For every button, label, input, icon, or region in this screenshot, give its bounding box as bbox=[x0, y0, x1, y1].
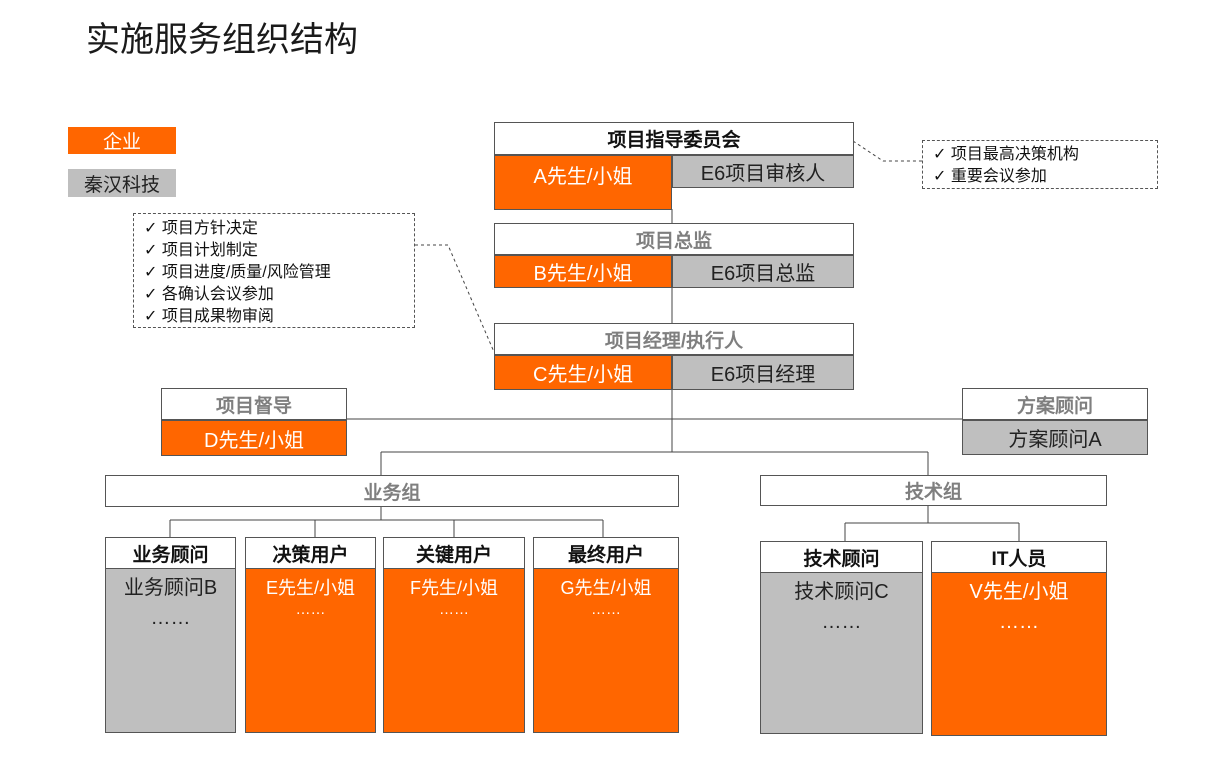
manager-note: ✓ 项目方针决定 ✓ 项目计划制定 ✓ 项目进度/质量/风险管理 ✓ 各确认会议… bbox=[133, 213, 415, 328]
col-header: 技术顾问 bbox=[761, 542, 922, 573]
col-dots: …… bbox=[591, 601, 621, 618]
supervisor-client-cell: D先生/小姐 bbox=[161, 420, 347, 456]
tech-col-consultant: 技术顾问 技术顾问C …… bbox=[760, 541, 923, 734]
steering-note-item: ✓ 重要会议参加 bbox=[933, 168, 1047, 185]
manager-vendor-cell: E6项目经理 bbox=[672, 355, 854, 390]
manager-note-item: ✓ 项目成果物审阅 bbox=[144, 308, 274, 325]
business-col-decision-user: 决策用户 E先生/小姐 …… bbox=[245, 537, 376, 733]
consultant-vendor-cell: 方案顾问A bbox=[962, 420, 1148, 455]
steering-vendor-cell: E6项目审核人 bbox=[672, 155, 854, 188]
manager-note-item: ✓ 项目进度/质量/风险管理 bbox=[144, 264, 331, 281]
manager-note-item: ✓ 项目计划制定 bbox=[144, 242, 258, 259]
director-header: 项目总监 bbox=[494, 223, 854, 255]
director-client-cell: B先生/小姐 bbox=[494, 255, 672, 288]
col-line: E先生/小姐 bbox=[265, 578, 355, 598]
col-line: F先生/小姐 bbox=[410, 578, 498, 598]
supervisor-header: 项目督导 bbox=[161, 388, 347, 420]
col-header: 关键用户 bbox=[384, 538, 524, 569]
manager-header: 项目经理/执行人 bbox=[494, 323, 854, 355]
business-group-header: 业务组 bbox=[105, 475, 679, 507]
steering-note-item: ✓ 项目最高决策机构 bbox=[933, 146, 1079, 163]
legend-enterprise: 企业 bbox=[68, 127, 176, 154]
legend-vendor: 秦汉科技 bbox=[68, 169, 176, 197]
manager-note-item: ✓ 项目方针决定 bbox=[144, 220, 258, 237]
col-line: 技术顾问C bbox=[794, 581, 889, 603]
business-col-end-user: 最终用户 G先生/小姐 …… bbox=[533, 537, 679, 733]
business-col-key-user: 关键用户 F先生/小姐 …… bbox=[383, 537, 525, 733]
manager-client-cell: C先生/小姐 bbox=[494, 355, 672, 390]
col-header: 最终用户 bbox=[534, 538, 678, 569]
page-title: 实施服务组织结构 bbox=[86, 21, 358, 59]
col-line: G先生/小姐 bbox=[560, 578, 652, 598]
col-line: 业务顾问B bbox=[123, 577, 218, 599]
consultant-header: 方案顾问 bbox=[962, 388, 1148, 420]
manager-note-connector bbox=[415, 244, 495, 353]
steering-note: ✓ 项目最高决策机构 ✓ 重要会议参加 bbox=[922, 140, 1158, 189]
manager-note-item: ✓ 各确认会议参加 bbox=[144, 286, 274, 303]
steering-committee-header: 项目指导委员会 bbox=[494, 122, 854, 155]
col-dots: …… bbox=[999, 611, 1039, 633]
col-header: 决策用户 bbox=[246, 538, 375, 569]
tech-group-header: 技术组 bbox=[760, 475, 1107, 506]
col-dots: …… bbox=[295, 601, 326, 618]
business-col-consultant: 业务顾问 业务顾问B …… bbox=[105, 537, 236, 733]
col-dots: …… bbox=[439, 601, 469, 618]
steering-note-connector bbox=[852, 140, 922, 162]
director-vendor-cell: E6项目总监 bbox=[672, 255, 854, 288]
col-header: IT人员 bbox=[932, 542, 1106, 573]
tech-col-it-staff: IT人员 V先生/小姐 …… bbox=[931, 541, 1107, 736]
steering-client-cell: A先生/小姐 bbox=[494, 155, 672, 210]
col-line: V先生/小姐 bbox=[969, 581, 1069, 603]
col-dots: …… bbox=[150, 607, 191, 629]
col-dots: …… bbox=[821, 611, 862, 633]
col-header: 业务顾问 bbox=[106, 538, 235, 569]
